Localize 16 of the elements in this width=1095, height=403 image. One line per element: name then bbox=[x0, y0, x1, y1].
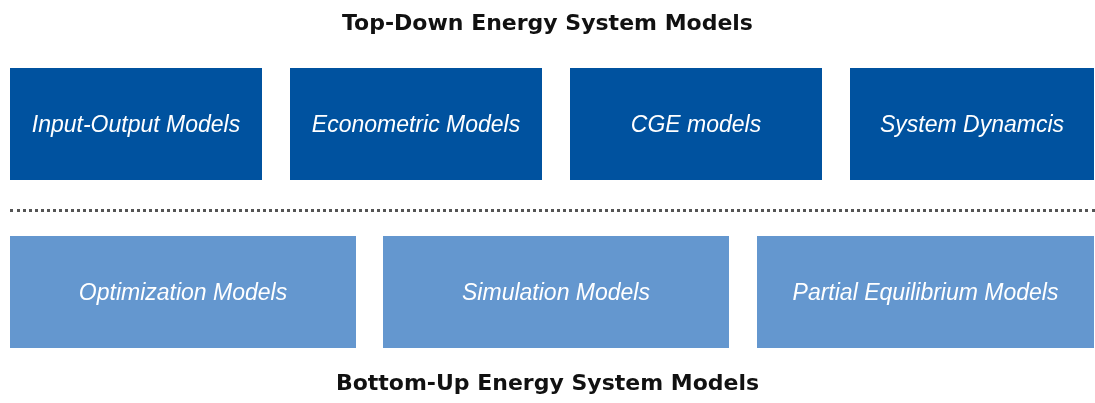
box-label: System Dynamcis bbox=[879, 110, 1064, 138]
model-box bbox=[757, 236, 1094, 348]
box-label: CGE models bbox=[630, 110, 762, 138]
model-box bbox=[570, 68, 822, 180]
model-box bbox=[10, 68, 262, 180]
model-box bbox=[383, 236, 729, 348]
box-label: Optimization Models bbox=[78, 278, 288, 306]
model-box bbox=[10, 236, 356, 348]
model-box bbox=[850, 68, 1094, 180]
model-box bbox=[290, 68, 542, 180]
box-label: Econometric Models bbox=[311, 110, 521, 138]
box-label: Input-Output Models bbox=[31, 110, 241, 138]
box-label: Partial Equilibrium Models bbox=[792, 278, 1059, 306]
group-heading: Bottom-Up Energy System Models bbox=[334, 370, 761, 395]
box-label: Simulation Models bbox=[462, 278, 650, 306]
diagram-title: Top-Down Energy System Models bbox=[341, 10, 754, 35]
